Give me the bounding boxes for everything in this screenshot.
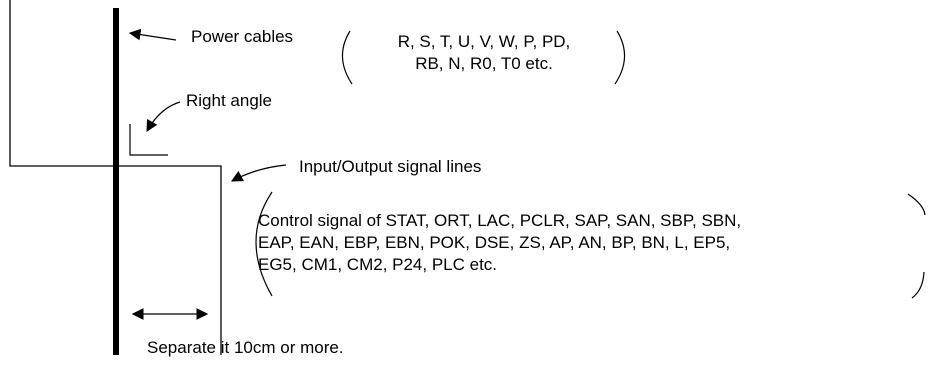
power-cables-line-1: R, S, T, U, V, W, P, PD,	[397, 32, 571, 51]
power-list-left-paren	[341, 30, 353, 85]
io-lines-arrow	[230, 164, 287, 182]
power-cables-label: Power cables	[191, 27, 294, 46]
right-angle-marker	[129, 124, 168, 156]
io-signals-line-3: EG5, CM1, CM2, P24, PLC etc.	[258, 255, 498, 274]
io-signals-list: Control signal of STAT, ORT, LAC, PCLR, …	[258, 210, 741, 276]
io-list-right-paren-bottom	[911, 271, 925, 299]
io-list-left-paren	[255, 191, 273, 297]
power-list-right-paren	[614, 30, 626, 85]
power-cables-arrow	[128, 28, 177, 41]
io-list-right-paren-top	[907, 193, 926, 216]
io-signals-line-2: EAP, EAN, EBP, EBN, POK, DSE, ZS, AP, AN…	[258, 233, 731, 252]
power-cables-line-2: RB, N, R0, T0 etc.	[415, 54, 553, 73]
right-angle-arrow	[146, 101, 181, 133]
separation-note: Separate it 10cm or more.	[147, 338, 344, 357]
right-angle-label: Right angle	[186, 91, 273, 110]
io-lines-label: Input/Output signal lines	[299, 157, 482, 176]
power-cables-list: R, S, T, U, V, W, P, PD, RB, N, R0, T0 e…	[360, 31, 608, 75]
io-signals-line-1: Control signal of STAT, ORT, LAC, PCLR, …	[258, 211, 742, 230]
